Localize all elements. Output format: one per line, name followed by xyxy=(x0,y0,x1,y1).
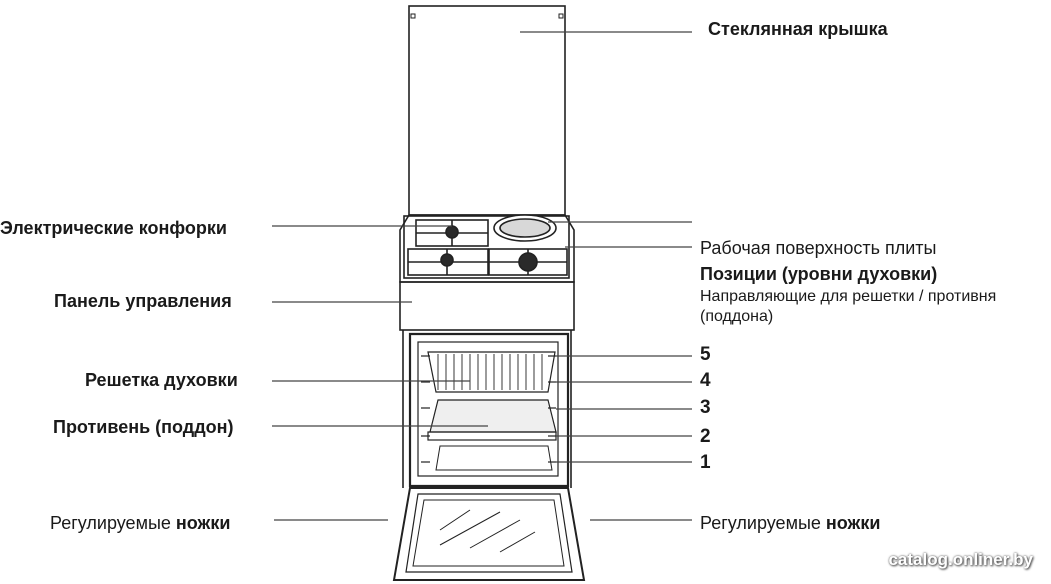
cooktop-drawing xyxy=(399,214,575,283)
label-adjustable-feet-right-bold: ножки xyxy=(825,513,881,533)
glass-lid-drawing xyxy=(408,5,566,216)
label-oven-rack: Решетка духовки xyxy=(85,370,238,390)
label-baking-tray: Противень (поддон) xyxy=(53,417,234,437)
watermark: catalog.onliner.by xyxy=(888,550,1033,569)
label-adjustable-feet-left-prefix: Регулируемые xyxy=(50,513,171,533)
leader-lines xyxy=(272,31,692,521)
label-glass-lid: Стеклянная крышка xyxy=(708,19,888,39)
control-panel-drawing xyxy=(399,281,575,331)
label-adjustable-feet-right: Регулируемые ножки xyxy=(700,512,880,534)
label-guides-line1: Направляющие для решетки / противня xyxy=(700,288,997,305)
level-4: 4 xyxy=(700,370,711,391)
oven-drawing xyxy=(402,330,572,488)
label-control-panel: Панель управления xyxy=(54,291,232,311)
level-3: 3 xyxy=(700,397,711,418)
label-adjustable-feet-left-bold: ножки xyxy=(175,513,231,533)
oven-door-drawing xyxy=(392,487,586,581)
label-adjustable-feet-right-prefix: Регулируемые xyxy=(700,513,821,533)
label-guides-line2: (поддона) xyxy=(700,308,774,325)
label-cooktop: Рабочая поверхность плиты xyxy=(700,238,937,258)
level-2: 2 xyxy=(700,426,711,447)
level-5: 5 xyxy=(700,344,711,365)
label-adjustable-feet-left: Регулируемые ножки xyxy=(50,512,230,534)
label-electric-burners: Электрические конфорки xyxy=(0,218,227,238)
level-1: 1 xyxy=(700,452,711,473)
label-oven-positions: Позиции (уровни духовки) xyxy=(700,264,938,284)
